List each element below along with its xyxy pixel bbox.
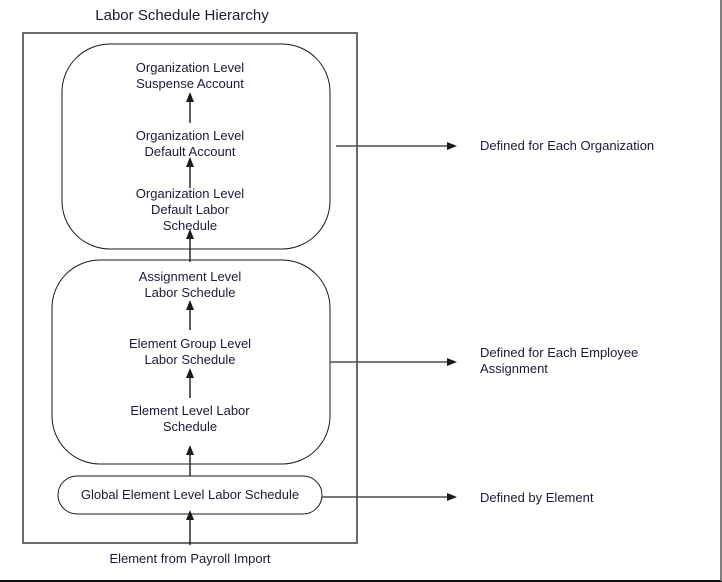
node-organization-level-default-account: Organization Level Default Account xyxy=(135,128,245,159)
callout-label-employee-assignment: Defined for Each Employee Assignment xyxy=(480,345,639,376)
node-element-from-payroll-import: Element from Payroll Import xyxy=(109,551,271,566)
organization-level-group xyxy=(61,43,331,250)
node-element-level-labor-schedule: Element Level Labor Schedule xyxy=(130,403,250,434)
node-assignment-level-labor-schedule: Assignment Level Labor Schedule xyxy=(138,269,242,300)
callout-label-organization: Defined for Each Organization xyxy=(480,138,655,153)
diagram-title: Labor Schedule Hierarchy xyxy=(95,7,269,24)
node-global-element-level-labor-schedule: Global Element Level Labor Schedule xyxy=(80,487,300,502)
node-element-group-level-labor-schedule: Element Group Level Labor Schedule xyxy=(128,336,252,367)
callout-label-element: Defined by Element xyxy=(480,490,594,505)
node-organization-level-default-labor-schedule: Organization Level Default Labor Schedul… xyxy=(135,186,245,233)
node-organization-level-suspense-account: Organization Level Suspense Account xyxy=(135,60,245,91)
